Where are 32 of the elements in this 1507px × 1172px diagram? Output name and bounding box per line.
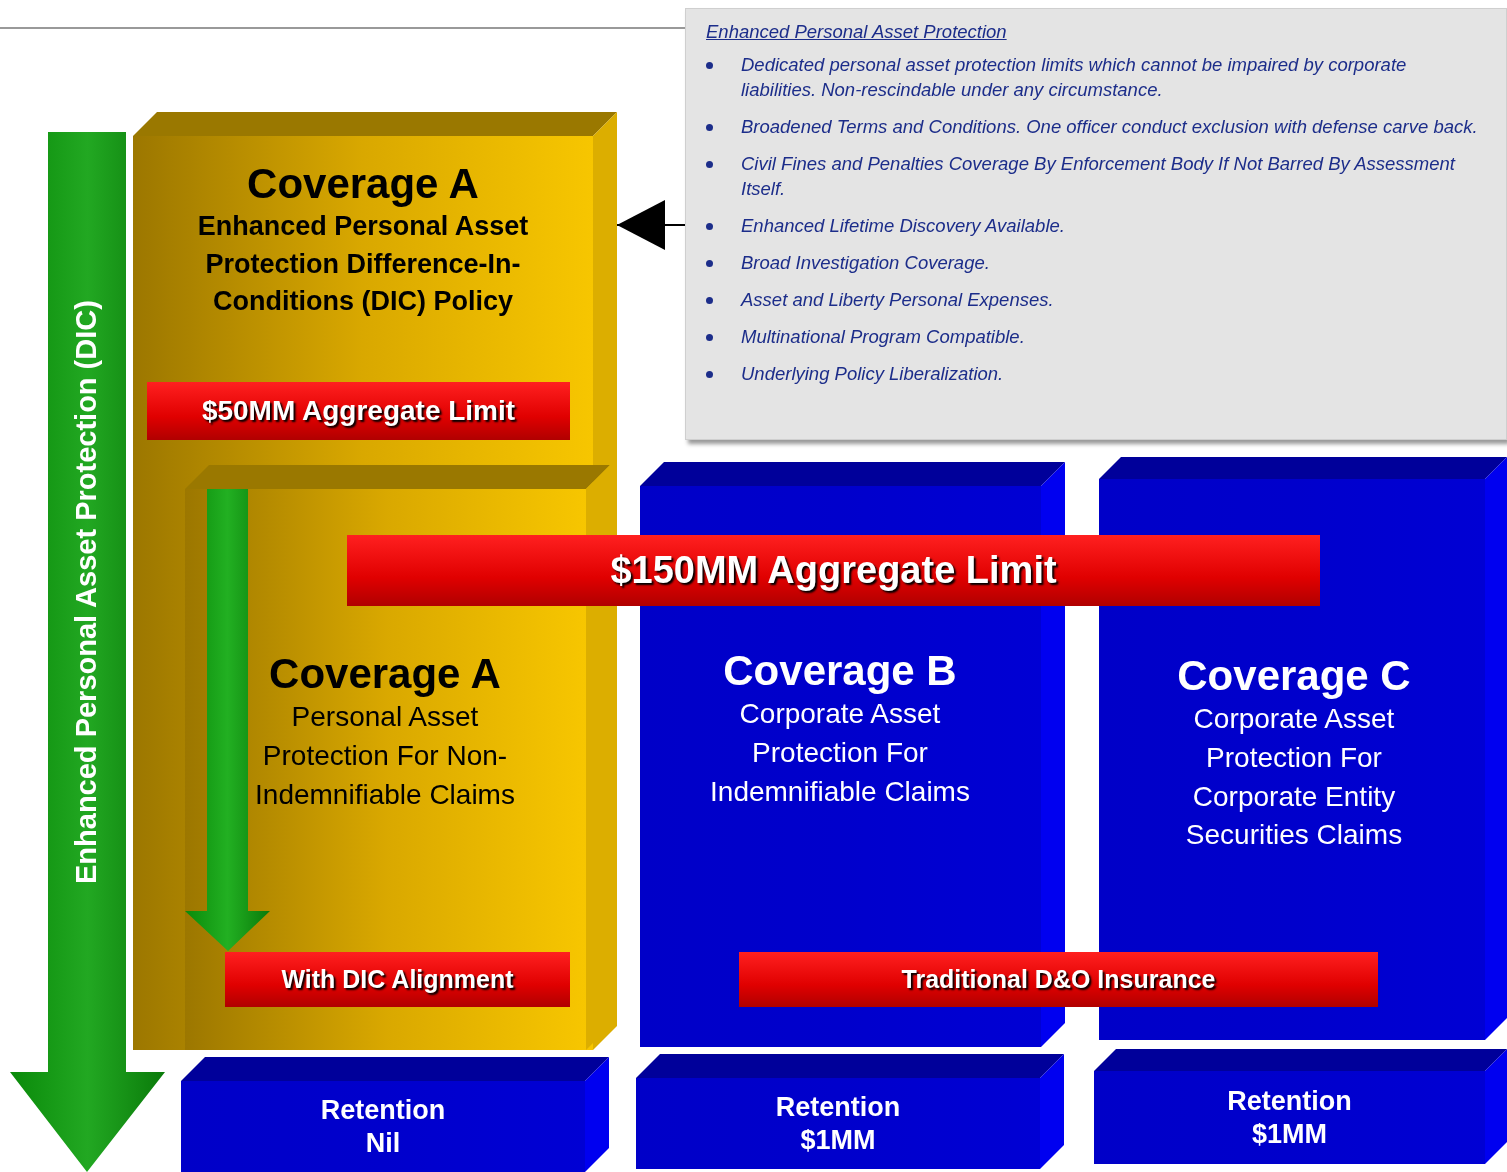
box-title: Coverage B (723, 647, 957, 696)
box-description: Corporate Asset Protection For Corporate Entity Securities Claims (1184, 702, 1404, 853)
arrow (616, 200, 686, 250)
limit-banner: With DIC Alignment (225, 952, 570, 1007)
limit-banner: Traditional D&O Insurance (739, 952, 1378, 1007)
note-panel (685, 8, 1507, 440)
retention-box (181, 1057, 609, 1172)
bullet-item: Dedicated personal asset protection limits which cannot be impaired by corporate liabilities. Non-rescindable under any circumstance. (741, 53, 1408, 102)
bullet-item: Asset and Liberty Personal Expenses. (741, 287, 1055, 312)
box-title: Coverage A (247, 160, 479, 209)
bullet-item: Multinational Program Compatible. (741, 324, 1026, 349)
arrow-label: Enhanced Personal Asset Protection (DIC) (70, 299, 103, 886)
note-heading: Enhanced Personal Asset Protection (706, 21, 1007, 43)
limit-banner: $150MM Aggregate Limit (347, 535, 1320, 606)
coverage-box (185, 465, 610, 1050)
limit-banner: $50MM Aggregate Limit (147, 382, 570, 440)
arrow-shape (10, 132, 165, 1172)
bullet-item: Broadened Terms and Conditions. One officer conduct exclusion with defense carve back. (741, 114, 1479, 139)
box-description: Corporate Asset Protection For Indemnifiable Claims (710, 697, 970, 809)
retention-box (636, 1054, 1064, 1169)
bullet-item: Broad Investigation Coverage. (741, 250, 991, 275)
retention-box (1094, 1049, 1507, 1164)
retention-label: Retention Nil (320, 1094, 446, 1159)
retention-label: Retention $1MM (775, 1091, 901, 1156)
bullet-item: Civil Fines and Penalties Coverage By Enforcement Body If Not Barred By Assessment Itself. (741, 151, 1457, 201)
box-description: Personal Asset Protection For Non-Indemnifiable Claims (255, 700, 515, 812)
bullet-item: Enhanced Lifetime Discovery Available. (741, 213, 1066, 238)
box-title: Coverage C (1177, 652, 1411, 701)
retention-label: Retention $1MM (1227, 1085, 1352, 1150)
box-title: Coverage A (269, 650, 501, 699)
box-description: Enhanced Personal Asset Protection Difference-In-Conditions (DIC) Policy (196, 210, 530, 318)
bullet-item: Underlying Policy Liberalization. (741, 361, 1005, 386)
